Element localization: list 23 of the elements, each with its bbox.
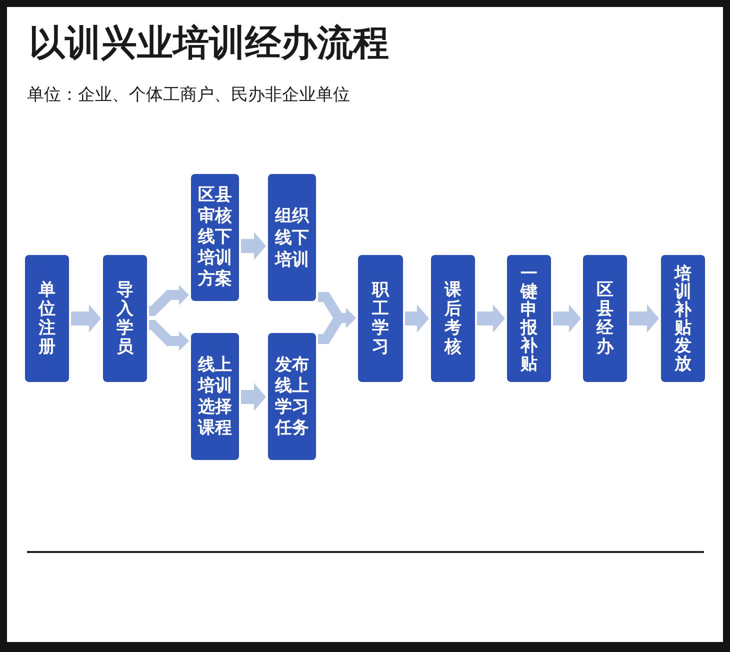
process-box: 培训补贴发放 <box>661 255 705 382</box>
arrow <box>629 304 659 332</box>
process-box: 区县经办 <box>583 255 627 382</box>
process-box: 区县审核线下培训方案 <box>191 174 239 301</box>
process-box: 线上培训选择课程 <box>191 333 239 460</box>
title: 以训兴业培训经办流程 <box>29 22 389 66</box>
arrow <box>241 232 266 260</box>
arrow <box>241 383 266 411</box>
process-box: 单位注册 <box>25 255 69 382</box>
process-box: 一键申报补贴 <box>507 255 551 382</box>
arrow <box>477 304 505 332</box>
process-box: 导入学员 <box>103 255 147 382</box>
process-box: 课后考核 <box>431 255 475 382</box>
arrow <box>148 320 189 351</box>
arrow <box>318 308 356 344</box>
process-box: 职工学习 <box>358 255 403 382</box>
arrow <box>71 304 101 332</box>
arrow <box>148 285 189 316</box>
arrow <box>405 304 429 332</box>
process-box: 组织线下培训 <box>268 174 316 301</box>
subtitle: 单位：企业、个体工商户、民办非企业单位 <box>27 84 350 106</box>
process-box: 发布线上学习任务 <box>268 333 316 460</box>
arrow <box>553 304 581 332</box>
